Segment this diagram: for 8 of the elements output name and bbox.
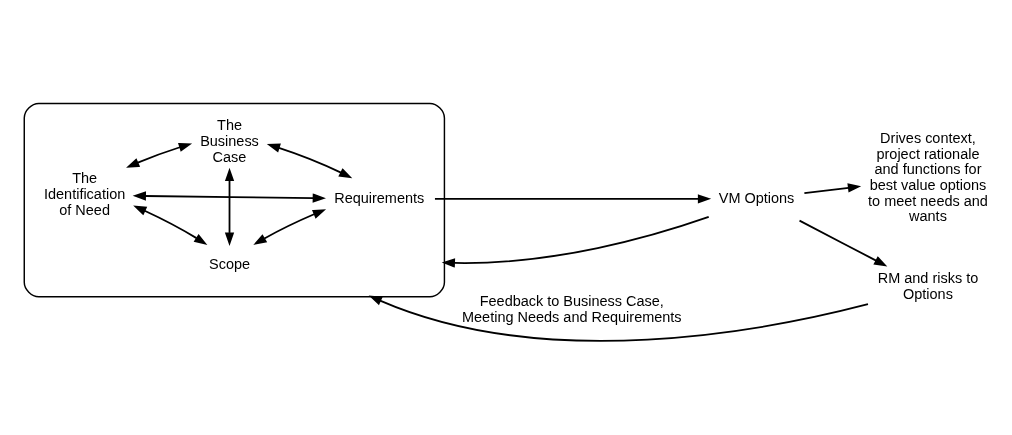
edge-label: Feedback to Business Case, Meeting Needs and Requirements bbox=[462, 292, 682, 325]
node-text: Scope bbox=[209, 256, 251, 273]
node-text: RM and risks to Options bbox=[877, 269, 979, 302]
node-text: Drives context, project rationale and functions for best value options to meet needs and wants bbox=[868, 129, 988, 225]
node-text: The Business Case bbox=[200, 117, 259, 165]
node-text: The Identification of Need bbox=[44, 170, 126, 218]
node-text: Requirements bbox=[334, 189, 425, 206]
node-text: VM Options bbox=[718, 189, 795, 206]
